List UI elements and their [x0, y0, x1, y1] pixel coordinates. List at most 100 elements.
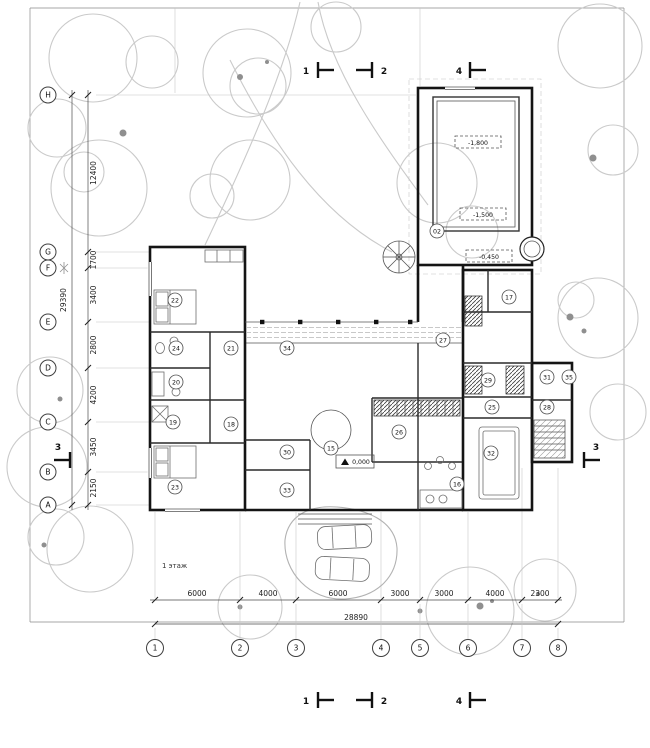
section-3-left: 3: [55, 443, 61, 453]
grid-col-label: 1: [153, 644, 158, 653]
parking-area: [284, 506, 398, 600]
room-number: 21: [227, 345, 235, 352]
room-number: 29: [484, 377, 492, 384]
grid-col-8: 8: [549, 639, 567, 657]
pergola-columns: [260, 319, 413, 325]
room-number: 02: [433, 228, 441, 235]
room-number: 16: [453, 481, 461, 488]
room-number: 25: [488, 404, 496, 411]
room-number: 34: [283, 345, 291, 352]
grid-col-label: 6: [466, 644, 471, 653]
room-bubble-25: 25: [484, 399, 500, 415]
windows: [147, 85, 475, 513]
car: [317, 524, 373, 550]
deck-strip: [247, 324, 461, 342]
building: [147, 78, 574, 525]
grid-col-label: 2: [238, 644, 243, 653]
grid-col-5: 5: [411, 639, 429, 657]
grid-col-bubbles: 1 2 3 4 5 6 7 8: [146, 604, 567, 657]
dim-left-6: 3450: [89, 437, 98, 456]
roof-overhang: [408, 78, 542, 275]
room-number: 18: [227, 421, 235, 428]
grid-col-1: 1: [146, 639, 164, 657]
room-bubble-17: 17: [501, 289, 517, 305]
pool-deep-level: -1,800: [468, 140, 488, 147]
room-number: 32: [487, 450, 495, 457]
east-annex-walls: [530, 361, 574, 464]
section-2-top: 2: [381, 67, 387, 77]
room-bubble-28: 28: [539, 399, 555, 415]
room-bubble-32: 32: [483, 445, 499, 461]
porch-steps: [298, 513, 372, 525]
grid-row-label: F: [46, 264, 50, 273]
grid-row-label: C: [45, 418, 50, 427]
section-4-bottom: 4: [456, 697, 462, 707]
grid-col-3: 3: [287, 639, 305, 657]
hatched-blocks: [464, 295, 525, 395]
grid-col-label: 5: [418, 644, 423, 653]
grid-row-E: E: [39, 313, 57, 331]
room-bubble-19: 19: [165, 414, 181, 430]
section-4-top: 4: [456, 67, 462, 77]
grid-extension-lines: [96, 94, 559, 598]
dim-bottom-7: 2300: [530, 589, 549, 598]
room-bubble-31: 31: [539, 369, 555, 385]
room-number: 28: [543, 404, 551, 411]
dim-left-total: 29390: [59, 288, 68, 312]
room-bubble-23: 23: [167, 479, 183, 495]
stair-flight: [373, 399, 461, 417]
site-boundary: [29, 7, 625, 623]
room-bubble-29: 29: [480, 372, 496, 388]
hot-tub-inner: [523, 240, 541, 258]
dimension-chain-left: 12400 1700 3400 2800 4200 3450 2150 2939…: [59, 90, 98, 510]
pool-mid-level: -1,500: [473, 212, 493, 219]
dim-bottom-2: 4000: [258, 589, 277, 598]
grid-row-C: C: [39, 413, 57, 431]
grid-row-F: F: [39, 259, 57, 277]
dimension-chain-bottom: 6000 4000 6000 3000 3000 4000 2300 28890: [150, 589, 562, 628]
dim-bottom-total: 28890: [344, 613, 368, 622]
furniture: [151, 249, 520, 509]
section-1-top: 1: [303, 67, 309, 77]
grid-col-2: 2: [231, 639, 249, 657]
grid-row-label: B: [45, 468, 50, 477]
dim-left-4: 2800: [89, 335, 98, 354]
car: [314, 556, 370, 582]
dim-bottom-4: 3000: [390, 589, 409, 598]
room-number: 20: [172, 379, 180, 386]
room-bubble-15: 15: [323, 440, 339, 456]
section-2-bottom: 2: [381, 697, 387, 707]
plant-symbol: [59, 262, 69, 274]
dim-left-2: 1700: [89, 250, 98, 269]
room-number: 30: [283, 449, 291, 456]
floor-label: 1 этаж: [162, 562, 188, 570]
room-number: 26: [395, 429, 403, 436]
room-number: 31: [543, 374, 551, 381]
dim-bottom-5: 3000: [434, 589, 453, 598]
room-number: 35: [565, 374, 573, 381]
room-bubble-27: 27: [435, 332, 451, 348]
room-bubbles: 22 24 21 20 19 18 23 34 30 33 15 26 27 0…: [165, 223, 577, 498]
trees: [6, 1, 647, 656]
grid-col-label: 4: [379, 644, 384, 653]
grid-row-B: B: [39, 463, 57, 481]
dim-left-7: 2150: [89, 478, 98, 497]
room-bubble-16: 16: [449, 476, 465, 492]
dim-left-1: 12400: [89, 161, 98, 185]
spiral-stair: [382, 240, 416, 274]
annex-stair: [533, 419, 566, 459]
grid-row-label: G: [45, 248, 51, 257]
section-markers: 1 2 4 1 2 4 3 3: [54, 62, 600, 708]
room-bubble-02: 02: [429, 223, 445, 239]
room-bubble-34: 34: [279, 340, 295, 356]
room-bubble-26: 26: [391, 424, 407, 440]
room-number: 24: [172, 345, 180, 352]
room-number: 27: [439, 337, 447, 344]
pool-edge-level: -0,450: [479, 254, 499, 261]
room-bubble-24: 24: [168, 340, 184, 356]
grid-col-label: 7: [520, 644, 525, 653]
dim-bottom-3: 6000: [328, 589, 347, 598]
room-bubble-33: 33: [279, 482, 295, 498]
room-bubble-21: 21: [223, 340, 239, 356]
